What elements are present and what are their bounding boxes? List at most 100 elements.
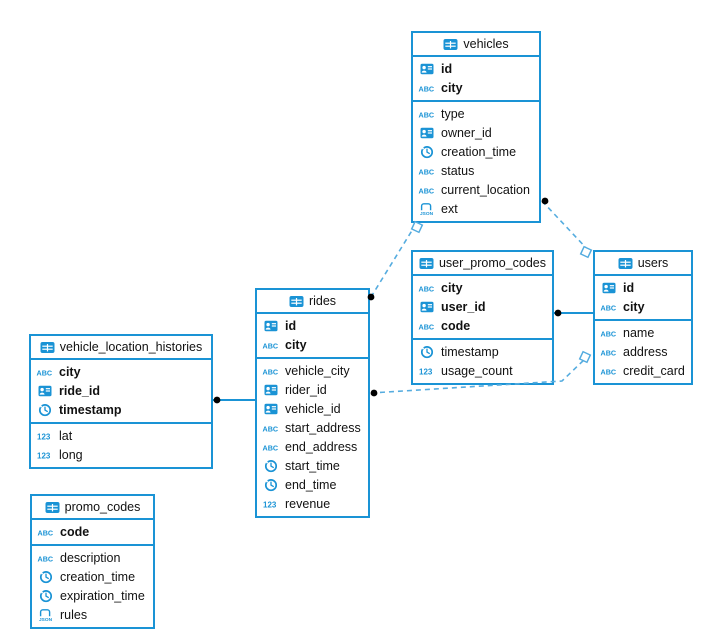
id-badge-icon bbox=[600, 282, 617, 294]
svg-text:ABC: ABC bbox=[601, 303, 617, 312]
column-row-rides-start_time[interactable]: start_time bbox=[257, 457, 368, 476]
table-icon bbox=[618, 257, 633, 270]
column-name: vehicle_city bbox=[285, 364, 350, 378]
column-row-users-address[interactable]: ABC address bbox=[595, 343, 691, 362]
table-header-rides[interactable]: rides bbox=[257, 290, 368, 314]
id-badge-icon bbox=[418, 63, 435, 75]
column-row-rides-end_time[interactable]: end_time bbox=[257, 476, 368, 495]
svg-text:ABC: ABC bbox=[419, 322, 435, 331]
column-row-users-id[interactable]: id bbox=[595, 279, 691, 298]
column-row-users-name[interactable]: ABC name bbox=[595, 324, 691, 343]
svg-text:123: 123 bbox=[37, 452, 51, 461]
svg-text:ABC: ABC bbox=[601, 329, 617, 338]
table-header-promo_codes[interactable]: promo_codes bbox=[32, 496, 153, 520]
svg-text:ABC: ABC bbox=[601, 367, 617, 376]
svg-text:ABC: ABC bbox=[419, 84, 435, 93]
column-name: credit_card bbox=[623, 364, 685, 378]
svg-text:ABC: ABC bbox=[263, 341, 279, 350]
clock-icon bbox=[37, 589, 54, 603]
svg-text:ABC: ABC bbox=[601, 348, 617, 357]
column-row-promo_codes-creation_time[interactable]: creation_time bbox=[32, 568, 153, 587]
abc-icon: ABC bbox=[600, 301, 617, 313]
table-title: promo_codes bbox=[64, 500, 141, 514]
table-icon bbox=[443, 38, 458, 51]
column-row-vehicles-creation_time[interactable]: creation_time bbox=[413, 143, 539, 162]
clock-icon bbox=[262, 459, 279, 473]
column-row-promo_codes-expiration_time[interactable]: expiration_time bbox=[32, 587, 153, 606]
column-row-vehicle_location_histories-ride_id[interactable]: ride_id bbox=[31, 382, 211, 401]
table-icon bbox=[419, 257, 434, 270]
column-name: city bbox=[623, 300, 645, 314]
clock-icon bbox=[418, 145, 435, 159]
num-123-icon: 123 bbox=[36, 430, 53, 442]
json-icon: JSON bbox=[37, 608, 54, 622]
svg-text:ABC: ABC bbox=[263, 424, 279, 433]
clock-icon bbox=[36, 403, 53, 417]
column-name: expiration_time bbox=[60, 589, 145, 603]
table-header-users[interactable]: users bbox=[595, 252, 691, 276]
column-row-rides-vehicle_id[interactable]: vehicle_id bbox=[257, 400, 368, 419]
column-row-vehicles-owner_id[interactable]: owner_id bbox=[413, 124, 539, 143]
column-row-vehicle_location_histories-timestamp[interactable]: timestamp bbox=[31, 401, 211, 420]
column-row-rides-vehicle_city[interactable]: ABC vehicle_city bbox=[257, 362, 368, 381]
abc-icon: ABC bbox=[262, 441, 279, 453]
num-123-icon: 123 bbox=[418, 365, 435, 377]
table-header-vehicle_location_histories[interactable]: vehicle_location_histories bbox=[31, 336, 211, 360]
svg-text:JSON: JSON bbox=[39, 617, 53, 622]
column-name: revenue bbox=[285, 497, 331, 511]
table-header-user_promo_codes[interactable]: user_promo_codes bbox=[413, 252, 552, 276]
id-badge-icon bbox=[262, 403, 279, 415]
column-name: description bbox=[60, 551, 121, 565]
column-row-rides-id[interactable]: id bbox=[257, 317, 368, 336]
column-name: name bbox=[623, 326, 655, 340]
json-icon: JSON bbox=[418, 202, 435, 216]
column-row-users-city[interactable]: ABC city bbox=[595, 298, 691, 317]
column-row-user_promo_codes-user_id[interactable]: user_id bbox=[413, 298, 552, 317]
column-row-users-credit_card[interactable]: ABC credit_card bbox=[595, 362, 691, 381]
column-row-rides-rider_id[interactable]: rider_id bbox=[257, 381, 368, 400]
column-row-vehicle_location_histories-lat[interactable]: 123 lat bbox=[31, 427, 211, 446]
abc-icon: ABC bbox=[418, 165, 435, 177]
column-row-vehicles-id[interactable]: id bbox=[413, 60, 539, 79]
column-name: id bbox=[441, 62, 453, 76]
table-header-vehicles[interactable]: vehicles bbox=[413, 33, 539, 57]
column-name: creation_time bbox=[60, 570, 136, 584]
column-name: address bbox=[623, 345, 668, 359]
svg-text:ABC: ABC bbox=[263, 367, 279, 376]
column-row-user_promo_codes-timestamp[interactable]: timestamp bbox=[413, 343, 552, 362]
table-title: users bbox=[637, 256, 669, 270]
column-name: lat bbox=[59, 429, 73, 443]
column-name: code bbox=[60, 525, 90, 539]
